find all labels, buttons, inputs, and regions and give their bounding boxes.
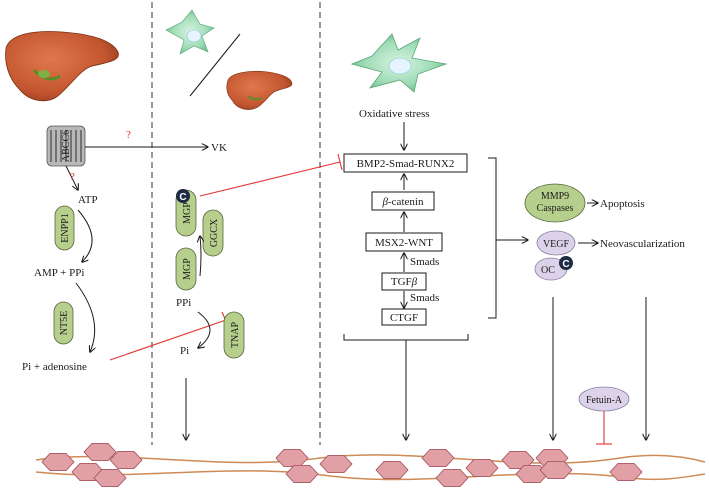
liver-illustration-large bbox=[5, 31, 119, 102]
crystal-hexagon bbox=[83, 443, 117, 461]
crystal-hexagon bbox=[465, 459, 499, 477]
crystal-hexagon bbox=[93, 469, 127, 487]
svg-text:MSX2-WNT: MSX2-WNT bbox=[375, 237, 433, 249]
svg-text:C: C bbox=[562, 259, 569, 270]
tnap-label: TNAP bbox=[230, 322, 241, 349]
enpp1-label: ENPP1 bbox=[60, 213, 71, 242]
svg-text:Caspases: Caspases bbox=[537, 203, 574, 214]
question-mark-vk: ? bbox=[126, 129, 131, 141]
crystal-hexagon bbox=[319, 455, 353, 473]
arrow-ppi-pi bbox=[198, 311, 211, 348]
box-beta-catenin: β-catenin bbox=[371, 191, 435, 211]
svg-text:C: C bbox=[179, 192, 186, 203]
box-ctgf: CTGF bbox=[381, 308, 427, 326]
elastin-fibers bbox=[35, 454, 706, 481]
svg-text:BMP2-Smad-RUNX2: BMP2-Smad-RUNX2 bbox=[357, 158, 455, 170]
inhibition-adenosine-tnap bbox=[109, 319, 227, 361]
label-vk: VK bbox=[211, 142, 227, 154]
arrow-atp-amp bbox=[77, 209, 93, 262]
liver-illustration-small bbox=[226, 70, 293, 110]
svg-text:CTGF: CTGF bbox=[390, 312, 418, 324]
svg-text:MMP9: MMP9 bbox=[541, 191, 569, 202]
label-oxidative-stress: Oxidative stress bbox=[359, 108, 430, 120]
label-atp: ATP bbox=[78, 194, 98, 206]
label-amp-ppi: AMP + PPi bbox=[34, 267, 84, 279]
arrow-amp-pi bbox=[75, 282, 95, 352]
crystal-hexagon bbox=[539, 461, 573, 479]
svg-text:Fetuin-A: Fetuin-A bbox=[586, 395, 623, 406]
calcification-crystals bbox=[41, 443, 643, 487]
nt5e-protein: NT5E bbox=[53, 301, 74, 345]
label-pi-adenosine: Pi + adenosine bbox=[22, 361, 87, 373]
svg-text:VEGF: VEGF bbox=[543, 239, 570, 250]
cell-illustration-large bbox=[350, 33, 448, 93]
cell-illustration-small bbox=[165, 9, 215, 55]
svg-text:β-catenin: β-catenin bbox=[382, 196, 424, 208]
abcc6-label: ABCC6 bbox=[61, 130, 72, 162]
mgp-top-label: MGP bbox=[182, 202, 193, 224]
bracket-right bbox=[488, 157, 497, 319]
bracket-bottom bbox=[343, 334, 469, 341]
box-bmp2-smad-runx2: BMP2-Smad-RUNX2 bbox=[343, 153, 468, 173]
label-smads-up: Smads bbox=[410, 256, 439, 268]
fetuin-a-protein: Fetuin-A bbox=[578, 386, 630, 412]
ggcx-protein: GGCX bbox=[202, 209, 224, 257]
crystal-hexagon bbox=[375, 461, 409, 479]
crystal-hexagon bbox=[421, 449, 455, 467]
crystal-hexagon bbox=[275, 449, 309, 467]
mgp-uncarboxylated: MGP bbox=[175, 247, 197, 291]
tnap-protein: TNAP bbox=[223, 311, 245, 359]
label-smads-down: Smads bbox=[410, 292, 439, 304]
carboxyl-badge-mgp: C bbox=[176, 189, 190, 203]
crystal-hexagon bbox=[41, 453, 75, 471]
label-ppi: PPi bbox=[176, 297, 191, 309]
enpp1-protein: ENPP1 bbox=[54, 205, 75, 251]
ggcx-label: GGCX bbox=[209, 218, 220, 247]
label-neovascularization: Neovascularization bbox=[600, 238, 685, 250]
box-msx2-wnt: MSX2-WNT bbox=[365, 232, 443, 252]
crystal-hexagon bbox=[435, 469, 469, 487]
box-tgf-beta: TGFβ bbox=[381, 272, 427, 291]
label-pi: Pi bbox=[180, 345, 189, 357]
inhibition-mgp-bmp2 bbox=[199, 161, 341, 197]
abcc6-transporter: ABCC6 bbox=[46, 125, 86, 167]
question-mark-atp: ? bbox=[70, 171, 75, 183]
crystal-hexagon bbox=[285, 465, 319, 483]
arrow-abcc6-atp bbox=[65, 165, 78, 190]
vegf-protein: VEGF bbox=[536, 230, 576, 256]
nt5e-label: NT5E bbox=[59, 311, 70, 335]
mgp-bottom-label: MGP bbox=[182, 258, 193, 280]
svg-text:OC: OC bbox=[541, 265, 555, 276]
label-apoptosis: Apoptosis bbox=[600, 198, 645, 210]
crystal-hexagon bbox=[109, 451, 143, 469]
crystal-hexagon bbox=[609, 463, 643, 481]
mmp9-caspases-protein: MMP9 Caspases bbox=[524, 183, 586, 223]
arrow-mgp-carboxylation bbox=[200, 236, 201, 277]
oc-protein: OC bbox=[534, 257, 568, 281]
svg-text:TGFβ: TGFβ bbox=[391, 276, 418, 288]
slash-divider bbox=[189, 33, 241, 97]
carboxyl-badge-oc: C bbox=[559, 256, 573, 270]
